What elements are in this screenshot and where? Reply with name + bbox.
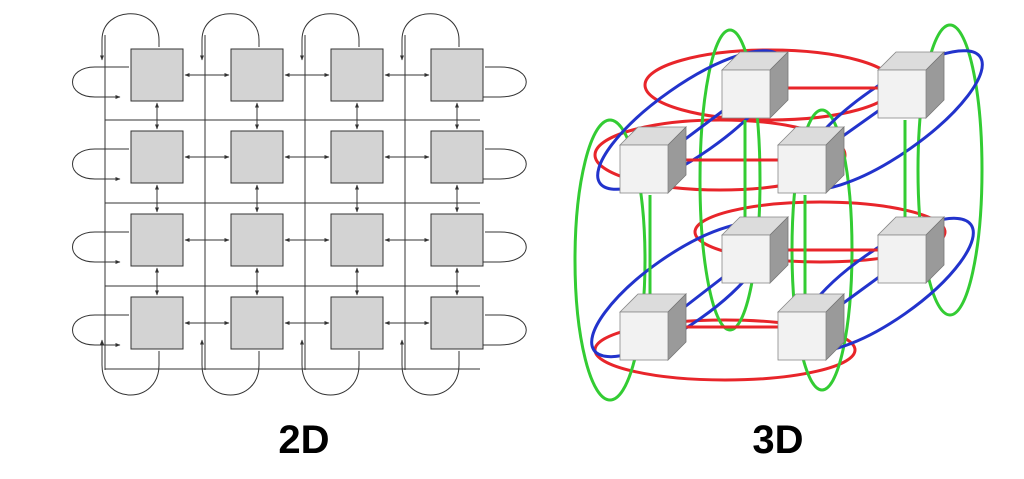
col-wrap-bottom — [400, 339, 460, 396]
torus-node — [130, 213, 184, 267]
col-wrap-top — [200, 13, 260, 61]
col-wrap-top — [400, 13, 460, 61]
y-wrap-ring — [916, 23, 984, 317]
row-wrap-left — [72, 231, 129, 264]
cube-node — [721, 69, 771, 119]
row-wrap-left — [72, 66, 129, 99]
3d-torus-diagram — [573, 23, 984, 402]
torus-node — [230, 213, 284, 267]
torus-node — [430, 130, 484, 184]
cube-node — [877, 234, 927, 284]
row-wrap-left — [72, 148, 129, 181]
cube-node — [777, 311, 827, 361]
row-wrap-left — [72, 314, 129, 347]
torus-node — [330, 130, 384, 184]
x-wrap-ring — [693, 200, 947, 264]
cube-node — [619, 144, 669, 194]
cube-node — [777, 144, 827, 194]
torus-node — [230, 130, 284, 184]
torus-node — [430, 296, 484, 350]
torus-node — [130, 296, 184, 350]
row-wrap-right — [469, 231, 527, 264]
torus-node — [130, 130, 184, 184]
col-wrap-top — [100, 13, 160, 61]
cube-node — [877, 69, 927, 119]
cube-node — [721, 234, 771, 284]
2d-torus-diagram — [72, 13, 527, 396]
torus-node — [330, 213, 384, 267]
torus-node — [330, 48, 384, 102]
torus-node — [430, 48, 484, 102]
col-wrap-top — [300, 13, 360, 61]
col-wrap-bottom — [100, 339, 160, 396]
cube-node — [619, 311, 669, 361]
torus-node — [130, 48, 184, 102]
torus-node — [230, 296, 284, 350]
row-wrap-right — [469, 314, 527, 347]
torus-node — [330, 296, 384, 350]
torus-node — [230, 48, 284, 102]
torus-node — [430, 213, 484, 267]
caption-2d: 2D — [278, 418, 330, 462]
row-wrap-right — [469, 66, 527, 99]
y-wrap-ring — [698, 28, 762, 332]
y-wrap-ring — [573, 118, 647, 402]
caption-3d: 3D — [752, 418, 804, 462]
col-wrap-bottom — [200, 339, 260, 396]
col-wrap-bottom — [300, 339, 360, 396]
row-wrap-right — [469, 148, 527, 181]
